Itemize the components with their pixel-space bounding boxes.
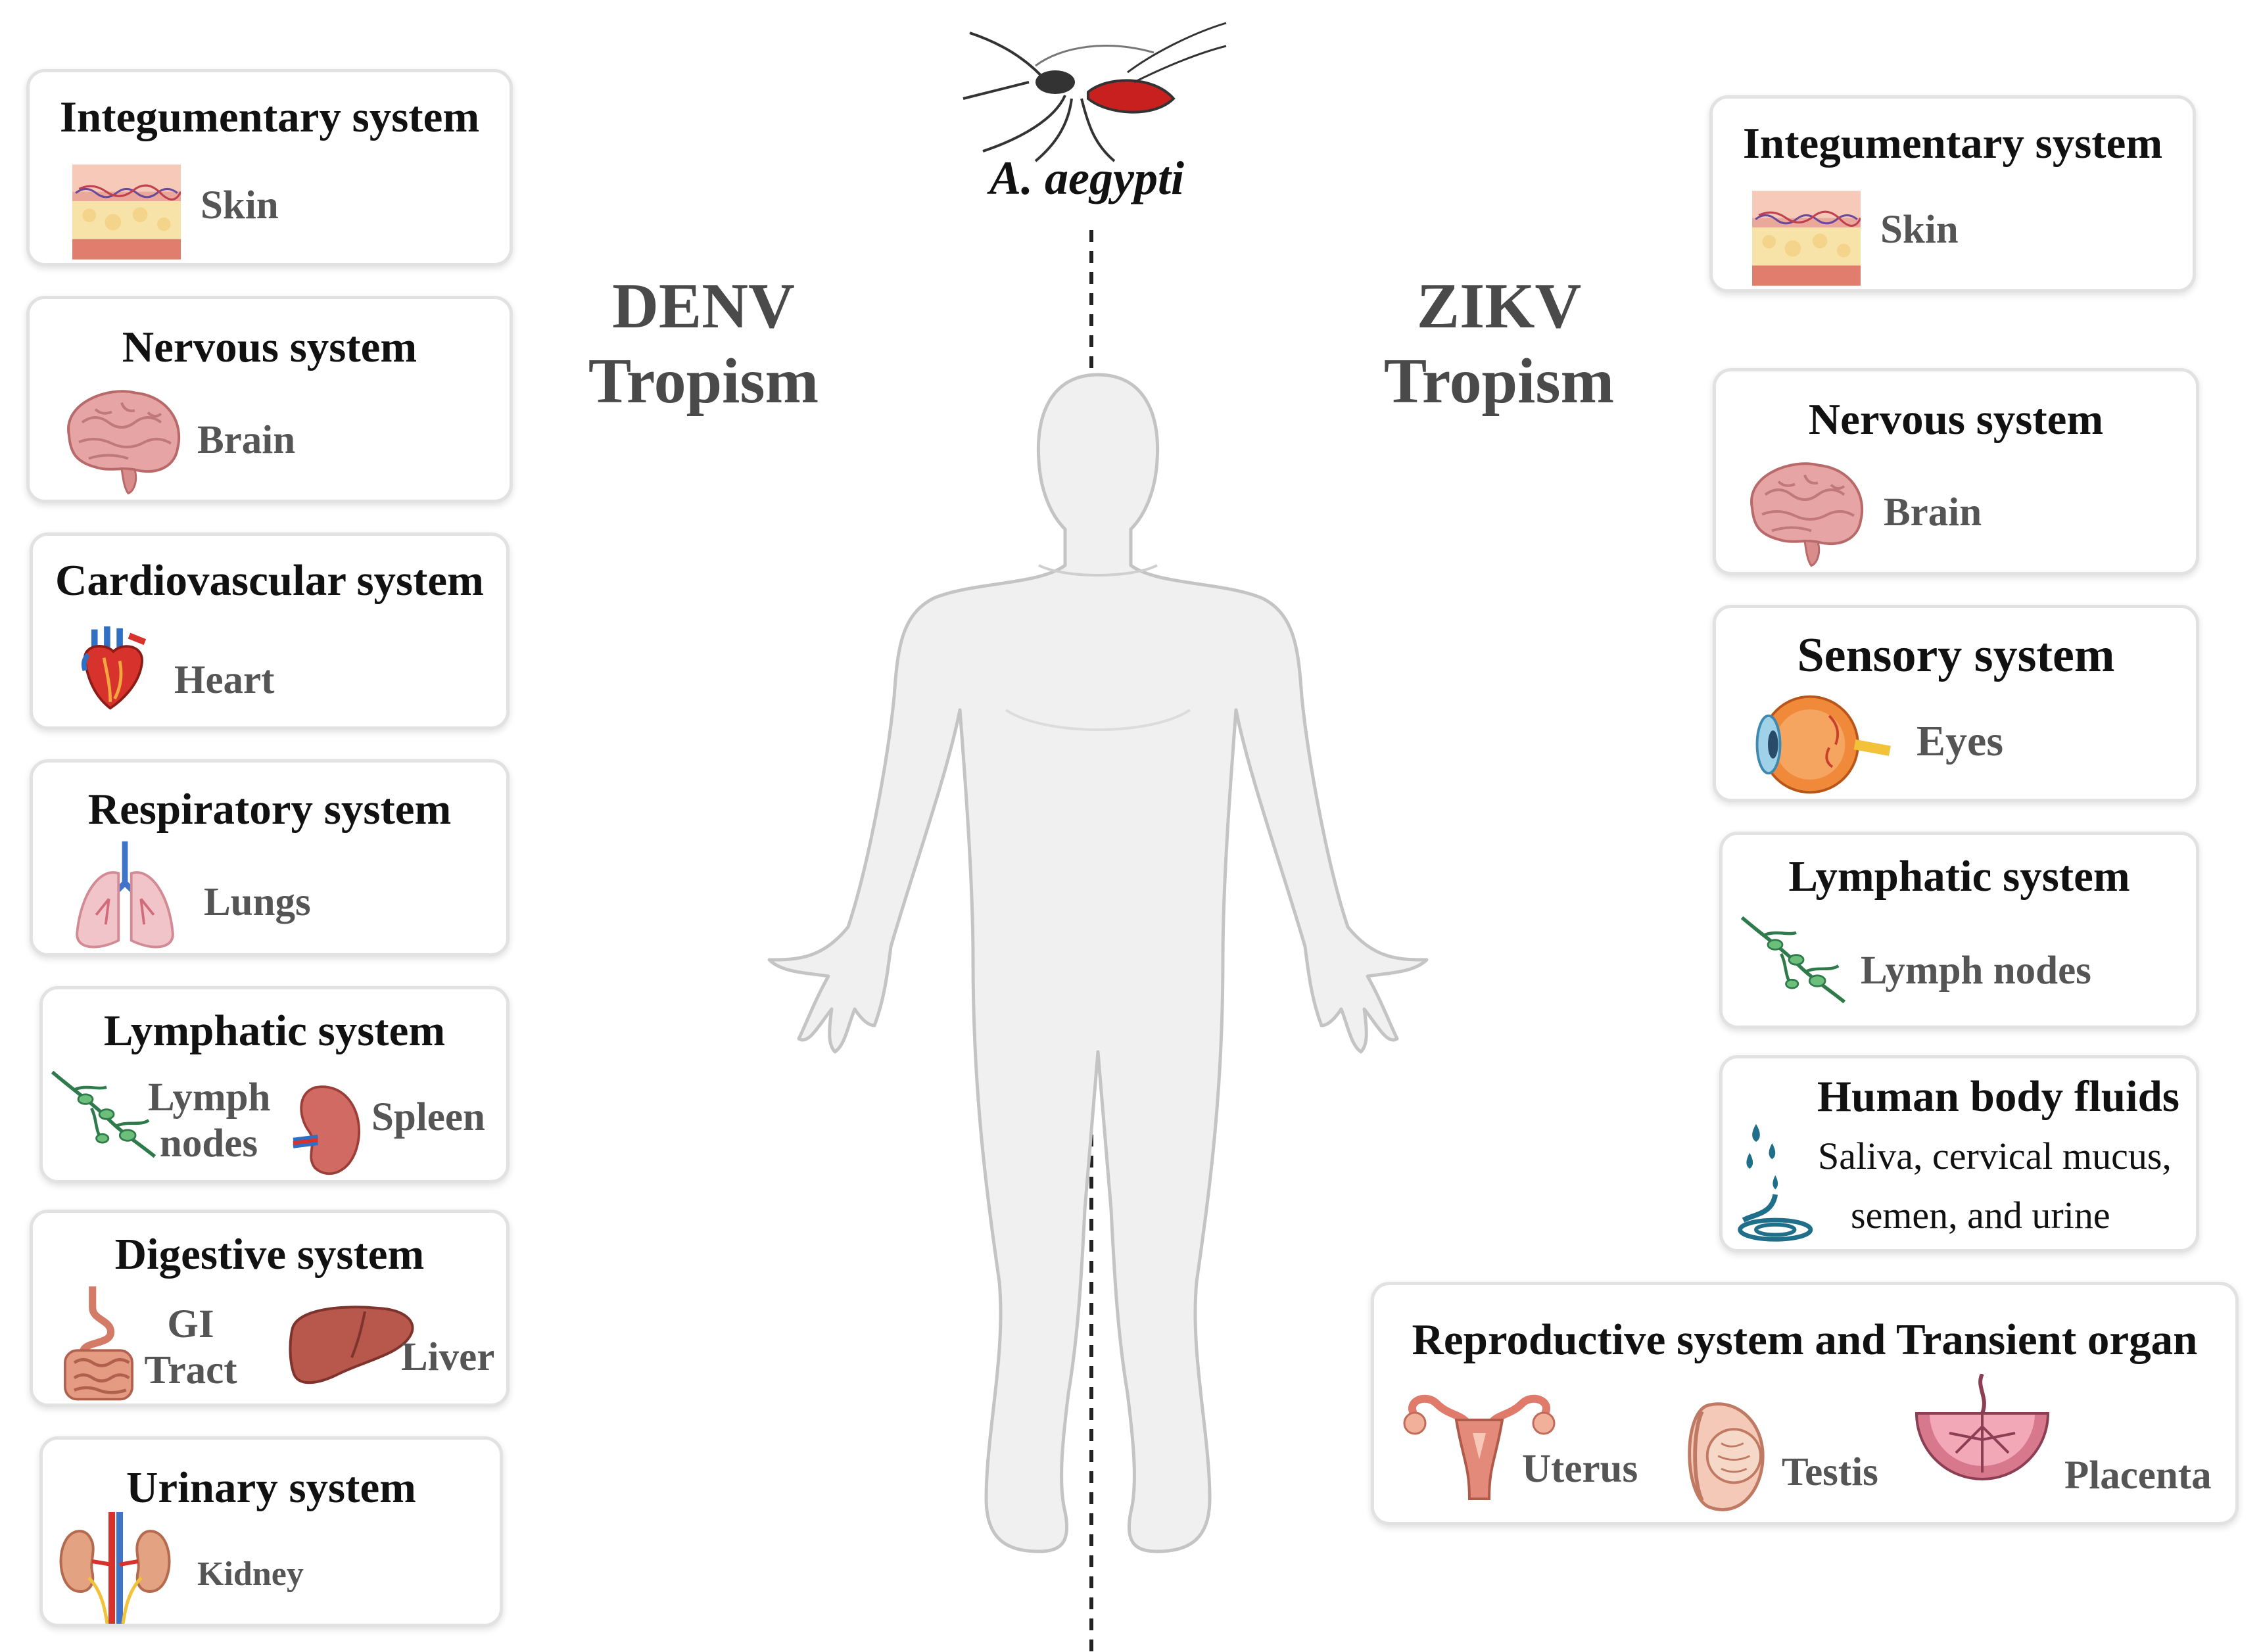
skin-icon xyxy=(72,164,181,260)
organ-label: Uterus xyxy=(1522,1447,1638,1491)
card-title: Respiratory system xyxy=(87,785,452,834)
zikv-reproductive-card: Reproductive system and Transient organ … xyxy=(1371,1282,2239,1525)
zikv-fluids-card: Human body fluids Saliva, cervical mucus… xyxy=(1719,1055,2199,1252)
organ-line: Lymph xyxy=(148,1075,271,1120)
organ-label: Lymph nodes xyxy=(148,1075,271,1167)
zikv-tropism-word: Tropism xyxy=(1383,345,1615,417)
testis-icon xyxy=(1683,1390,1778,1515)
organ-label: Eyes xyxy=(1916,717,2003,765)
denv-nervous-card: Nervous system Brain xyxy=(26,296,513,503)
skin-icon xyxy=(1752,191,1861,286)
human-figure xyxy=(767,373,1429,1553)
card-title: Integumentary system xyxy=(59,93,480,141)
liver-icon xyxy=(286,1302,417,1394)
organ-label: Liver xyxy=(401,1335,495,1379)
denv-label: DENV xyxy=(612,271,795,342)
card-title: Nervous system xyxy=(122,323,417,371)
organ-line: Tract xyxy=(144,1348,237,1393)
organ-label: Testis xyxy=(1782,1450,1878,1494)
zikv-nervous-card: Nervous system Brain xyxy=(1713,368,2199,575)
heart-icon xyxy=(76,618,151,717)
denv-respiratory-card: Respiratory system Lungs xyxy=(30,759,510,956)
zikv-integumentary-card: Integumentary system Skin xyxy=(1709,95,2196,293)
denv-tropism-label: DENV Tropism xyxy=(579,270,828,419)
organ-label: Brain xyxy=(1884,490,1982,534)
lungs-icon xyxy=(72,838,178,953)
lymph-nodes-icon xyxy=(49,1065,158,1164)
zikv-label: ZIKV xyxy=(1416,271,1582,342)
fluid-line: semen, and urine xyxy=(1851,1194,2110,1237)
eye-icon xyxy=(1752,690,1893,799)
card-title: Integumentary system xyxy=(1742,119,2163,168)
organ-label: Skin xyxy=(201,183,279,227)
organ-label: GI Tract xyxy=(141,1302,240,1394)
zikv-lymphatic-card: Lymphatic system Lymph nodes xyxy=(1719,832,2199,1029)
brain-icon xyxy=(1739,454,1870,569)
organ-label: Kidney xyxy=(197,1555,304,1593)
card-title: Cardiovascular system xyxy=(55,556,484,605)
organ-label: Lungs xyxy=(204,880,311,924)
denv-urinary-card: Urinary system Kidney xyxy=(39,1436,503,1627)
denv-integumentary-card: Integumentary system Skin xyxy=(26,69,513,266)
card-title: Reproductive system and Transient organ xyxy=(1412,1315,2198,1364)
body-fluids-icon xyxy=(1736,1118,1828,1246)
zikv-tropism-label: ZIKV Tropism xyxy=(1374,270,1624,419)
spleen-icon xyxy=(289,1081,365,1180)
card-title: Human body fluids xyxy=(1817,1072,2179,1121)
denv-digestive-card: Digestive system GI Tract Liver xyxy=(30,1210,510,1407)
card-title: Urinary system xyxy=(126,1463,416,1512)
denv-tropism-word: Tropism xyxy=(588,345,819,417)
organ-line: nodes xyxy=(159,1121,258,1166)
placenta-icon xyxy=(1910,1374,2055,1499)
card-title: Nervous system xyxy=(1808,395,2104,444)
gi-tract-icon xyxy=(56,1282,141,1407)
card-title: Lymphatic system xyxy=(103,1006,446,1055)
mosquito-icon xyxy=(963,22,1227,162)
organ-label: Skin xyxy=(1880,208,1959,252)
organ-label: Brain xyxy=(197,418,296,462)
organ-label: Spleen xyxy=(371,1095,485,1139)
mosquito-label: A. aegypti xyxy=(989,152,1184,204)
denv-cardiovascular-card: Cardiovascular system Heart xyxy=(30,532,510,730)
brain-icon xyxy=(56,381,187,496)
zikv-sensory-card: Sensory system Eyes xyxy=(1713,605,2199,802)
organ-line: GI xyxy=(167,1302,214,1346)
organ-label: Lymph nodes xyxy=(1861,949,2091,993)
organ-label: Heart xyxy=(174,658,275,702)
card-title: Sensory system xyxy=(1797,628,2115,682)
kidney-icon xyxy=(56,1512,174,1624)
fluid-line: Saliva, cervical mucus, xyxy=(1818,1135,2172,1177)
denv-lymphatic-card: Lymphatic system Lymph nodes Spleen xyxy=(39,986,510,1183)
lymph-nodes-icon xyxy=(1739,910,1847,1009)
organ-label: Placenta xyxy=(2064,1453,2212,1498)
card-title: Lymphatic system xyxy=(1788,852,2130,901)
card-title: Digestive system xyxy=(114,1230,425,1279)
